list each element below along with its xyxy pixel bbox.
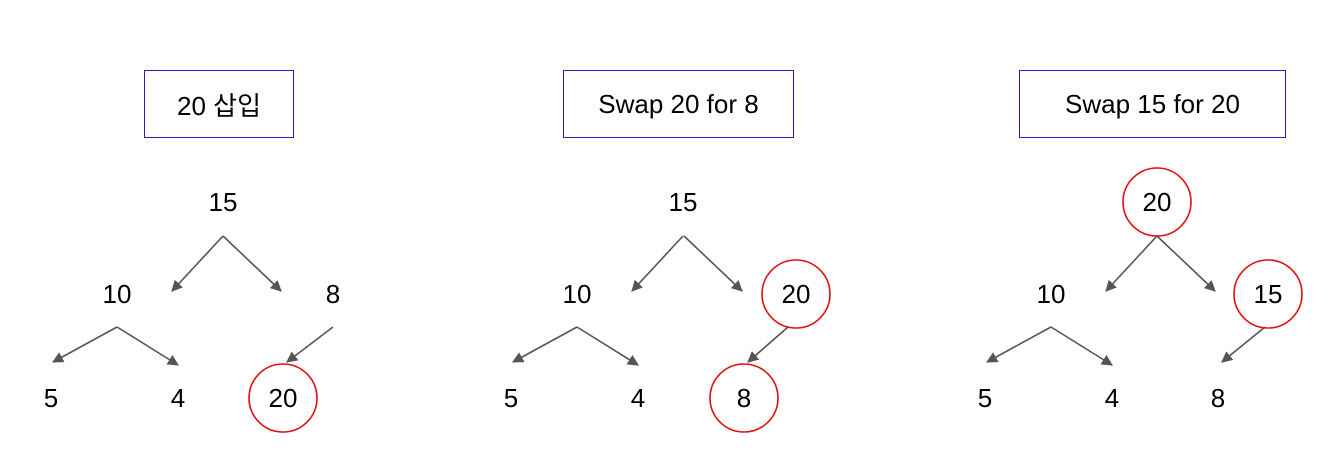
edge-l-lr bbox=[116, 326, 179, 366]
node-label-rl: 20 bbox=[269, 383, 298, 413]
node-label-lr: 4 bbox=[171, 383, 185, 413]
tree-panel-1: 15 10 8 5 4 20 bbox=[44, 187, 340, 433]
node-label-r: 15 bbox=[1254, 279, 1283, 309]
node-label-l: 10 bbox=[103, 279, 132, 309]
node-label-ll: 5 bbox=[504, 383, 518, 413]
highlight-circle bbox=[1233, 259, 1303, 329]
edge-l-ll bbox=[986, 326, 1052, 363]
edge-l-lr bbox=[576, 326, 639, 366]
edge-l-ll bbox=[52, 326, 118, 363]
panel-1-title: 20 삽입 bbox=[144, 70, 294, 138]
highlight-circle bbox=[248, 363, 318, 433]
tree-panel-2: 15 10 20 5 4 8 bbox=[504, 187, 831, 433]
node-label-rl: 8 bbox=[1211, 383, 1225, 413]
node-label-rl: 8 bbox=[737, 383, 751, 413]
edge-root-r bbox=[1156, 235, 1216, 292]
panel-2-title: Swap 20 for 8 bbox=[563, 70, 794, 138]
edge-r-rl bbox=[1221, 326, 1266, 363]
node-label-ll: 5 bbox=[978, 383, 992, 413]
node-label-lr: 4 bbox=[631, 383, 645, 413]
node-label-root: 15 bbox=[209, 187, 238, 217]
highlight-circle bbox=[1122, 167, 1192, 237]
panel-3-title: Swap 15 for 20 bbox=[1019, 70, 1286, 138]
edge-l-lr bbox=[1050, 326, 1113, 366]
edge-root-r bbox=[683, 235, 743, 292]
edge-r-rl bbox=[286, 326, 334, 363]
node-label-r: 20 bbox=[782, 279, 811, 309]
edge-root-l bbox=[631, 235, 684, 292]
node-label-ll: 5 bbox=[44, 383, 58, 413]
edge-r-rl bbox=[747, 326, 789, 363]
edge-root-l bbox=[1105, 235, 1158, 292]
edge-root-r bbox=[222, 235, 282, 292]
tree-panel-3: 20 10 15 5 4 8 bbox=[978, 167, 1303, 413]
node-label-l: 10 bbox=[1037, 279, 1066, 309]
highlight-circle bbox=[709, 363, 779, 433]
highlight-circle bbox=[761, 259, 831, 329]
node-label-lr: 4 bbox=[1105, 383, 1119, 413]
edge-l-ll bbox=[512, 326, 578, 363]
node-label-l: 10 bbox=[563, 279, 592, 309]
node-label-root: 15 bbox=[669, 187, 698, 217]
node-label-r: 8 bbox=[326, 279, 340, 309]
node-label-root: 20 bbox=[1143, 187, 1172, 217]
edge-root-l bbox=[171, 235, 224, 292]
